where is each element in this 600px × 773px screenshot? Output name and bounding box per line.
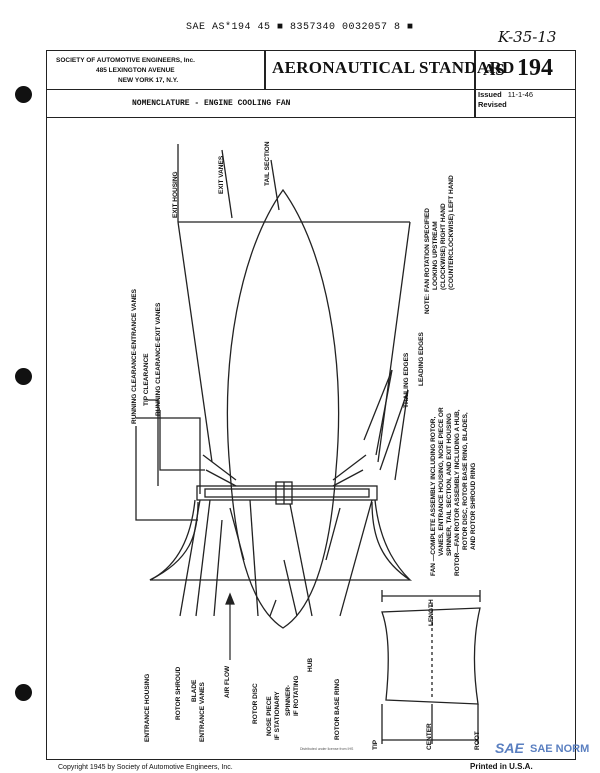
as-label: AS <box>483 60 505 79</box>
divider <box>474 50 476 118</box>
page-frame <box>46 50 576 760</box>
printed-in: Printed in U.S.A. <box>470 762 533 771</box>
label-tail-section: TAIL SECTION <box>264 141 271 186</box>
label-exit-vanes: EXIT VANES <box>218 155 225 194</box>
sae-logo-mark: SAE <box>495 740 524 756</box>
definition-line: ROTOR—FAN ROTOR ASSEMBLY INCLUDING A HUB… <box>454 409 461 576</box>
label-if-stationary: IF STATIONARY <box>274 691 281 740</box>
definition-line: VANES, ENTRANCE HOUSING, NOSE PIECE OR <box>438 407 445 556</box>
header-row <box>46 50 576 90</box>
revised-label: Revised <box>478 100 507 109</box>
as-number: 194 <box>517 55 553 81</box>
society-address: SOCIETY OF AUTOMOTIVE ENGINEERS, Inc. 48… <box>56 56 256 86</box>
issued-label: Issued <box>478 90 502 99</box>
label-blade: BLADE <box>191 679 198 702</box>
label-rotor-base-ring: ROTOR BASE RING <box>334 678 341 740</box>
title-row <box>46 90 576 118</box>
punch-hole <box>15 86 32 103</box>
divider <box>264 50 266 90</box>
label-length: LENGTH <box>428 599 435 626</box>
exit-housing-outline <box>177 221 213 463</box>
definition-line: SPINNER, TAIL SECTION, AND EXIT HOUSING <box>446 413 453 556</box>
label-tip-clearance: TIP CLEARANCE <box>143 353 150 406</box>
society-name: SOCIETY OF AUTOMOTIVE ENGINEERS, Inc. <box>56 57 195 64</box>
issued-date: 11-1-46 <box>507 90 534 99</box>
label-trailing-edges: TRAILING EDGES <box>403 352 410 408</box>
society-street: 485 LEXINGTON AVENUE <box>96 67 175 74</box>
label-center: CENTER <box>426 723 433 750</box>
rotation-note: NOTE: FAN ROTATION SPECIFIED LOOKING UPS… <box>424 175 456 314</box>
label-running-clearance-entrance: RUNNING CLEARANCE-ENTRANCE VANES <box>131 289 138 424</box>
note-line: (CLOCKWISE) RIGHT HAND <box>440 203 447 290</box>
label-entrance-housing: ENTRANCE HOUSING <box>144 673 151 742</box>
document-code: SAE AS*194 45 ■ 8357340 0032057 8 ■ <box>186 22 414 33</box>
punch-hole <box>15 684 32 701</box>
punch-hole <box>15 368 32 385</box>
note-line: LOOKING UPSTREAM <box>432 221 439 290</box>
label-rotor-disc: ROTOR DISC <box>252 683 259 724</box>
label-hub: HUB <box>307 657 314 672</box>
copyright-notice: Copyright 1945 by Society of Automotive … <box>58 764 233 771</box>
note-line: NOTE: FAN ROTATION SPECIFIED <box>424 208 431 314</box>
label-tip: TIP <box>372 739 379 750</box>
label-if-rotating: IF ROTATING <box>293 675 300 716</box>
distribution-credit: Distributed under license from IHS <box>300 747 354 751</box>
fan-definition: FAN —COMPLETE ASSEMBLY INCLUDING ROTOR, … <box>430 407 478 576</box>
label-spinner: SPINNER- <box>285 684 292 716</box>
label-rotor-shroud: ROTOR SHROUD <box>175 666 182 720</box>
label-root: ROOT <box>474 731 481 750</box>
label-entrance-vanes: ENTRANCE VANES <box>199 682 206 742</box>
label-exit-housing: EXIT HOUSING <box>172 171 179 218</box>
entrance-housing-outline <box>149 501 413 581</box>
definition-line: AND ROTOR SHROUD RING <box>470 462 477 550</box>
definition-line: FAN —COMPLETE ASSEMBLY INCLUDING ROTOR, <box>430 416 437 576</box>
label-leading-edges: LEADING EDGES <box>418 332 425 386</box>
definition-line: ROTOR DISC, ROTOR BASE RING, BLADES, <box>462 412 469 550</box>
note-line: (COUNTERCLOCKWISE) LEFT HAND <box>448 175 455 290</box>
society-city: NEW YORK 17, N.Y. <box>118 77 179 84</box>
label-running-clearance-exit: RUNNING CLEARANCE-EXIT VANES <box>155 302 162 416</box>
sae-norm-logo: SAE NORM <box>530 743 590 755</box>
handwritten-reference: K-35-13 <box>498 28 557 46</box>
spinner-outline <box>226 188 340 629</box>
label-air-flow: AIR FLOW <box>224 665 231 698</box>
standard-title: AERONAUTICAL STANDARD <box>272 58 515 77</box>
nomenclature-title: NOMENCLATURE - ENGINE COOLING FAN <box>132 99 291 108</box>
issue-block: Issued 11-1-46 Revised <box>478 90 533 110</box>
label-nose-piece: NOSE PIECE <box>266 696 273 736</box>
